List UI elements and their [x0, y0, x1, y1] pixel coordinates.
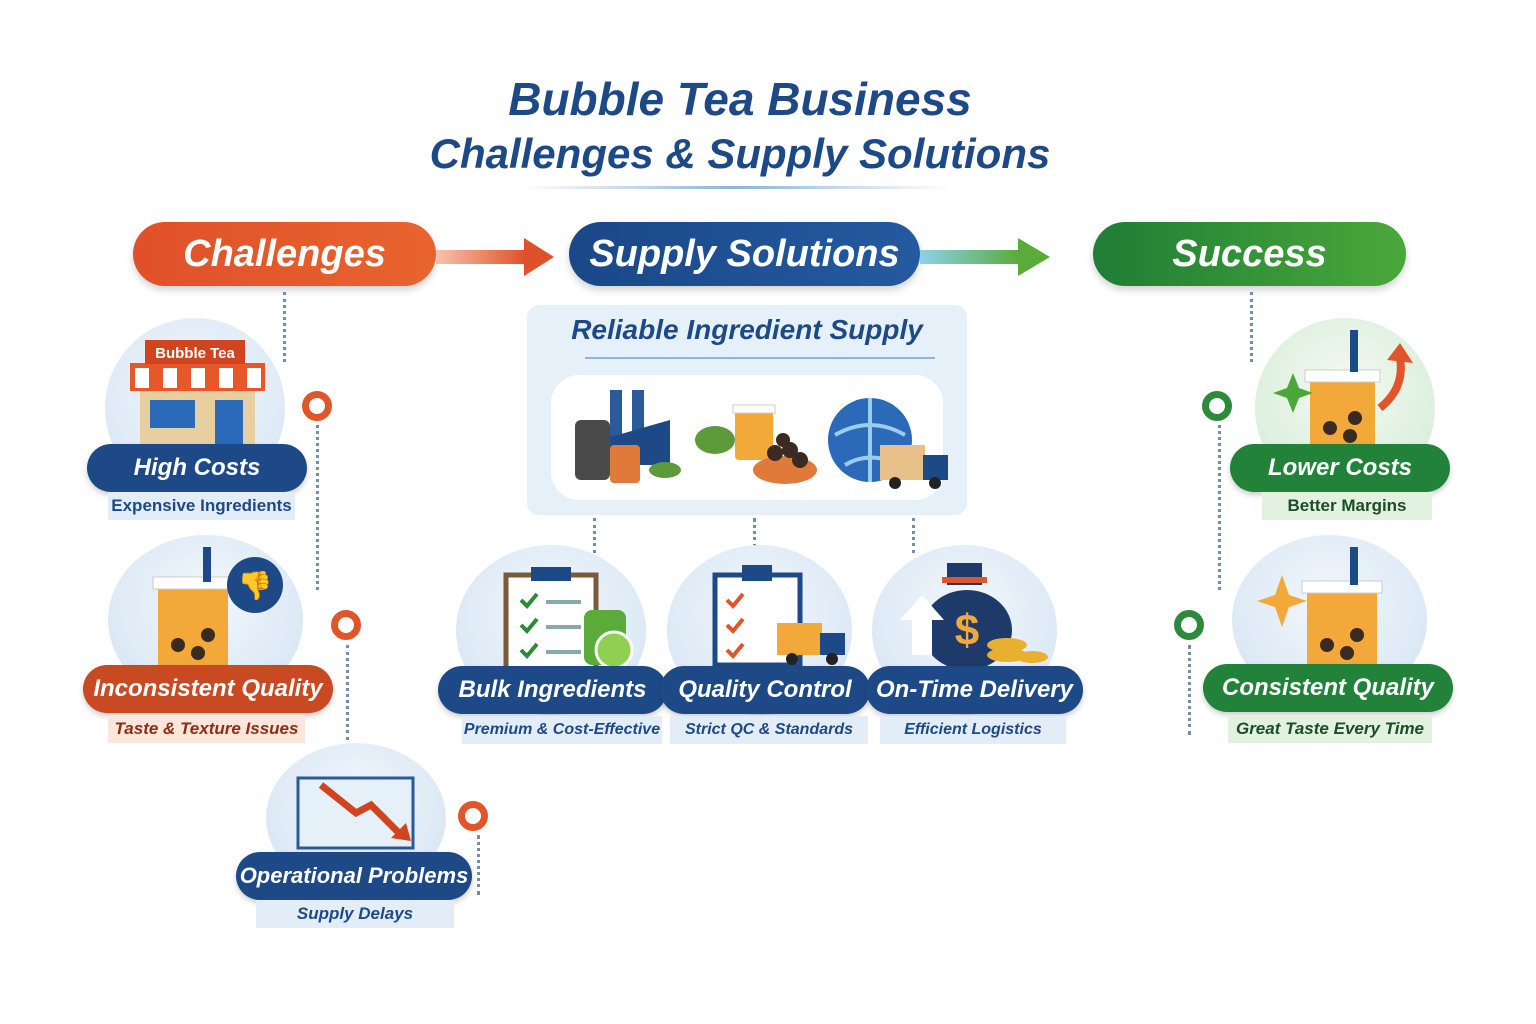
connector [1188, 645, 1191, 735]
ring-marker-icon [331, 610, 361, 640]
title-line-2: Challenges & Supply Solutions [429, 130, 1051, 177]
panel-title: Reliable Ingredient Supply [571, 314, 923, 345]
quality-control-label: Quality Control [660, 666, 870, 714]
arrow-icon [920, 238, 1050, 276]
title-underline [520, 186, 950, 189]
stage-supply-solutions: Supply Solutions [569, 222, 920, 286]
operational-problems-subtitle: Supply Delays [256, 900, 454, 928]
bulk-ingredients-subtitle: Premium & Cost-Effective [462, 716, 662, 744]
high-costs-subtitle: Expensive Ingredients [108, 492, 295, 520]
connector [1250, 292, 1253, 362]
connector [283, 292, 286, 362]
ring-marker-icon [302, 391, 332, 421]
ring-marker-icon [458, 801, 488, 831]
quality-control-subtitle: Strict QC & Standards [670, 716, 868, 744]
stage-challenges: Challenges [133, 222, 436, 286]
stage-success: Success [1093, 222, 1406, 286]
panel-divider [585, 357, 935, 359]
lower-costs-label: Lower Costs [1230, 444, 1450, 492]
title-line-1: Bubble Tea Business [508, 73, 972, 125]
factory-icon [575, 390, 681, 483]
connector [753, 518, 756, 548]
on-time-delivery-label: On-Time Delivery [866, 666, 1083, 714]
ring-marker-icon [1174, 610, 1204, 640]
bulk-ingredients-label: Bulk Ingredients [438, 666, 667, 714]
dollar-sign: $ [955, 606, 979, 655]
connector [1218, 425, 1221, 590]
ring-marker-icon [1202, 391, 1232, 421]
consistent-quality-subtitle: Great Taste Every Time [1228, 715, 1432, 743]
high-costs-label: High Costs [87, 444, 307, 492]
connector [346, 645, 349, 740]
connector [593, 518, 596, 553]
operational-problems-label: Operational Problems [236, 852, 472, 900]
inconsistent-quality-label: Inconsistent Quality [83, 665, 333, 713]
on-time-delivery-subtitle: Efficient Logistics [880, 716, 1066, 744]
consistent-quality-label: Consistent Quality [1203, 664, 1453, 712]
svg-text:👎: 👎 [238, 570, 273, 602]
tea-ingredients-icon [695, 404, 817, 484]
globe-delivery-icon [828, 398, 948, 489]
shop-sign: Bubble Tea [155, 345, 235, 362]
inconsistent-quality-subtitle: Taste & Texture Issues [108, 715, 305, 743]
arrow-icon [436, 238, 554, 276]
lower-costs-subtitle: Better Margins [1262, 492, 1432, 520]
connector [912, 518, 915, 553]
connector [477, 835, 480, 895]
connector [316, 425, 319, 590]
